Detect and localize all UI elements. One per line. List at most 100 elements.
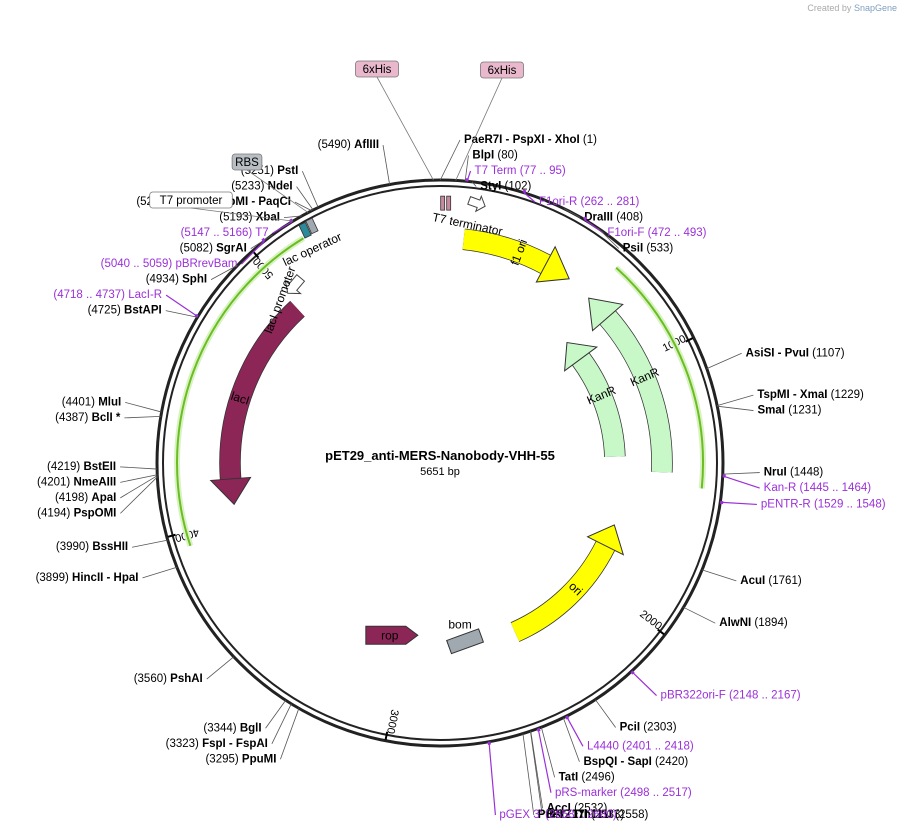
site-label-text[interactable]: (5490) AflIII — [318, 139, 379, 151]
site-name: SphI — [182, 274, 207, 286]
site-label-text[interactable]: BspQI - SapI (2420) — [583, 756, 688, 768]
site-label-text[interactable]: SmaI (1231) — [757, 405, 821, 417]
site-name: BssHII — [92, 541, 128, 553]
box-label-text: 6xHis — [363, 64, 392, 76]
site-label-text[interactable]: TatI (2496) — [559, 771, 615, 783]
site-label-text[interactable]: (4201) NmeAIII — [37, 476, 116, 488]
site-label-text[interactable]: PflFI - Tth111I (2558) — [538, 809, 649, 821]
leader-line — [165, 294, 199, 318]
primer-mark — [261, 237, 266, 242]
rop-label: rop — [381, 628, 399, 642]
leader-line — [120, 474, 158, 483]
feature-kanr-1-head — [588, 297, 624, 332]
site-name: NdeI — [268, 181, 293, 193]
site-label-0: PaeR7I - PspXI - XhoI (1) — [439, 134, 597, 181]
site-label-26: (4219) BstEII — [47, 461, 158, 473]
site-label-text[interactable]: (5082) SgrAI — [180, 243, 247, 255]
site-label-text[interactable]: AsiSI - PvuI (1107) — [746, 347, 845, 359]
site-label-text[interactable]: (3560) PshAI — [134, 673, 203, 685]
primer-label-text[interactable]: pRS-marker (2498 .. 2517) — [555, 787, 692, 799]
site-label-text[interactable]: (5233) NdeI — [231, 181, 292, 193]
site-position: (408) — [616, 212, 643, 224]
primer-label-1: F1ori-R (262 .. 281) — [522, 189, 640, 208]
leader-line — [206, 656, 234, 680]
site-label-2: StyI (102) — [471, 181, 532, 193]
site-label-text[interactable]: (4725) BstAPI — [88, 305, 162, 317]
site-label-text[interactable]: DraIII (408) — [584, 212, 643, 224]
primer-label-3: Kan-R (1445 .. 1464) — [722, 474, 872, 494]
site-label-text[interactable]: TspMI - XmaI (1229) — [757, 389, 864, 401]
leader-line — [296, 186, 314, 211]
site-label-text[interactable]: (3323) FspI - FspAI — [166, 738, 268, 750]
leader-line — [250, 234, 273, 249]
leader-line — [522, 733, 535, 816]
primer-label-text[interactable]: (4718 .. 4737) LacI-R — [53, 289, 162, 301]
site-label-text[interactable]: (3899) HincII - HpaI — [36, 572, 139, 584]
site-label-text[interactable]: (4401) MluI — [62, 396, 121, 408]
laci-promoter-arrow — [284, 274, 306, 295]
site-name: BspQI - SapI — [583, 756, 651, 768]
site-label-text[interactable]: (4198) ApaI — [55, 492, 116, 504]
primer-range: (472 .. 493) — [648, 227, 707, 239]
site-label-text[interactable]: PsiI (533) — [623, 243, 674, 255]
primer-label-text[interactable]: T7 Term (77 .. 95) — [475, 165, 566, 177]
site-label-36: (5490) AflIII — [318, 139, 391, 185]
site-label-text[interactable]: (5193) XbaI — [219, 212, 280, 224]
primer-label-text[interactable]: Kan-R (1445 .. 1464) — [764, 482, 872, 494]
site-label-text[interactable]: NruI (1448) — [764, 467, 824, 479]
primer-label-0: T7 Term (77 .. 95) — [465, 165, 566, 182]
site-label-text[interactable]: AlwNI (1894) — [719, 617, 788, 629]
primer-label-text[interactable]: pENTR-R (1529 .. 1548) — [761, 498, 886, 510]
feature-rop: rop — [365, 625, 419, 645]
primer-label-10: (5040 .. 5059) pBRrevBam — [101, 237, 266, 270]
site-position: (2558) — [615, 809, 648, 821]
site-position: (3560) — [134, 673, 167, 685]
leader-line — [210, 264, 238, 280]
leader-line — [382, 145, 391, 185]
site-position: (1107) — [812, 347, 845, 359]
site-label-5: AsiSI - PvuI (1107) — [706, 347, 845, 370]
site-name: SmaI — [757, 405, 785, 417]
leader-line — [265, 700, 287, 729]
leader-line — [537, 728, 552, 793]
site-name: AflIII — [354, 139, 379, 151]
site-label-text[interactable]: (4219) BstEII — [47, 461, 116, 473]
site-label-text[interactable]: PciI (2303) — [620, 722, 677, 734]
site-label-text[interactable]: PaeR7I - PspXI - XhoI (1) — [464, 134, 597, 146]
primer-label-text[interactable]: pGEX 3' (2658 .. 2680) — [499, 809, 616, 821]
primer-label-7: pRS-marker (2498 .. 2517) — [536, 727, 692, 799]
primer-label-5: pBR322ori-F (2148 .. 2167) — [630, 670, 801, 702]
site-label-text[interactable]: AccI (2532) — [547, 802, 608, 814]
site-label-text[interactable]: BlpI (80) — [472, 150, 518, 162]
kanr-direction-arc — [615, 266, 704, 489]
t7-term-bar-1 — [440, 195, 446, 211]
primer-label-text[interactable]: (5040 .. 5059) pBRrevBam — [101, 258, 238, 270]
site-label-text[interactable]: (3344) BglI — [203, 722, 261, 734]
primer-range: (5147 .. 5166) — [181, 227, 253, 239]
feature-kanr-1-body — [600, 310, 672, 473]
leader-line — [294, 201, 312, 212]
site-label-29: (4725) BstAPI — [88, 305, 198, 318]
primer-label-text[interactable]: pBR322ori-F (2148 .. 2167) — [661, 690, 801, 702]
site-label-text[interactable]: AcuI (1761) — [740, 575, 802, 587]
feature-f1-ori-0-body — [462, 229, 551, 274]
site-label-text[interactable]: BstZ17I (2533) — [546, 809, 624, 821]
site-label-text[interactable]: (3990) BssHII — [56, 541, 128, 553]
site-label-text[interactable]: StyI (102) — [480, 181, 531, 193]
site-label-text[interactable]: (3295) PpuMI — [205, 753, 276, 765]
primer-label-text[interactable]: F1ori-F (472 .. 493) — [607, 227, 706, 239]
site-label-17: (3295) PpuMI — [205, 708, 300, 765]
site-label-text[interactable]: (4194) PspOMI — [37, 507, 116, 519]
site-label-text[interactable]: (4387) BclI * — [55, 412, 121, 424]
primer-label-text[interactable]: (5147 .. 5166) T7 — [181, 227, 269, 239]
site-label-22: (3990) BssHII — [56, 539, 168, 553]
site-label-text[interactable]: (4934) SphI — [146, 274, 207, 286]
leader-line — [631, 670, 657, 697]
box-label-text: 6xHis — [488, 65, 517, 77]
site-position: (1) — [583, 134, 597, 146]
primer-label-text[interactable]: F1ori-R (262 .. 281) — [539, 196, 640, 208]
primer-label-text[interactable]: L4440 (2401 .. 2418) — [587, 740, 694, 752]
box-label-leader — [190, 207, 294, 222]
primer-mark — [583, 216, 588, 221]
